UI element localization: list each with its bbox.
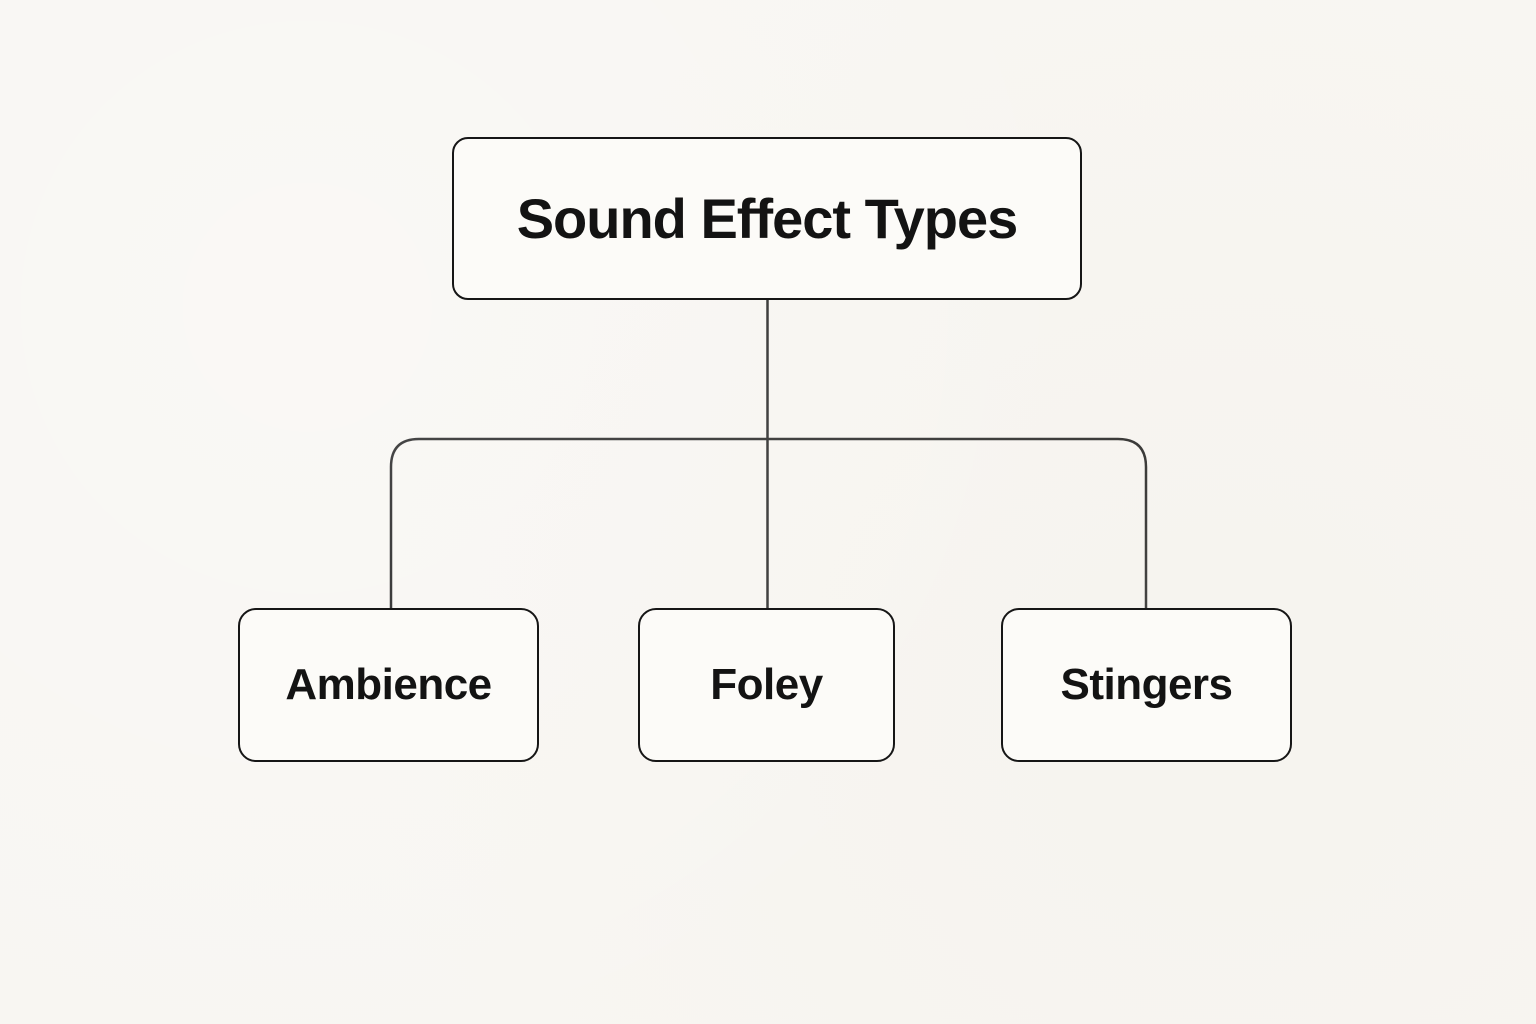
node-foley: Foley	[638, 608, 895, 762]
node-ambience-label: Ambience	[285, 660, 492, 709]
connector-bracket	[389, 437, 1148, 608]
node-stingers-label: Stingers	[1060, 660, 1233, 709]
node-ambience: Ambience	[238, 608, 539, 762]
node-sound-effect-types-label: Sound Effect Types	[516, 187, 1019, 250]
node-foley-label: Foley	[710, 660, 823, 709]
node-sound-effect-types: Sound Effect Types	[452, 137, 1082, 300]
node-stingers: Stingers	[1001, 608, 1292, 762]
